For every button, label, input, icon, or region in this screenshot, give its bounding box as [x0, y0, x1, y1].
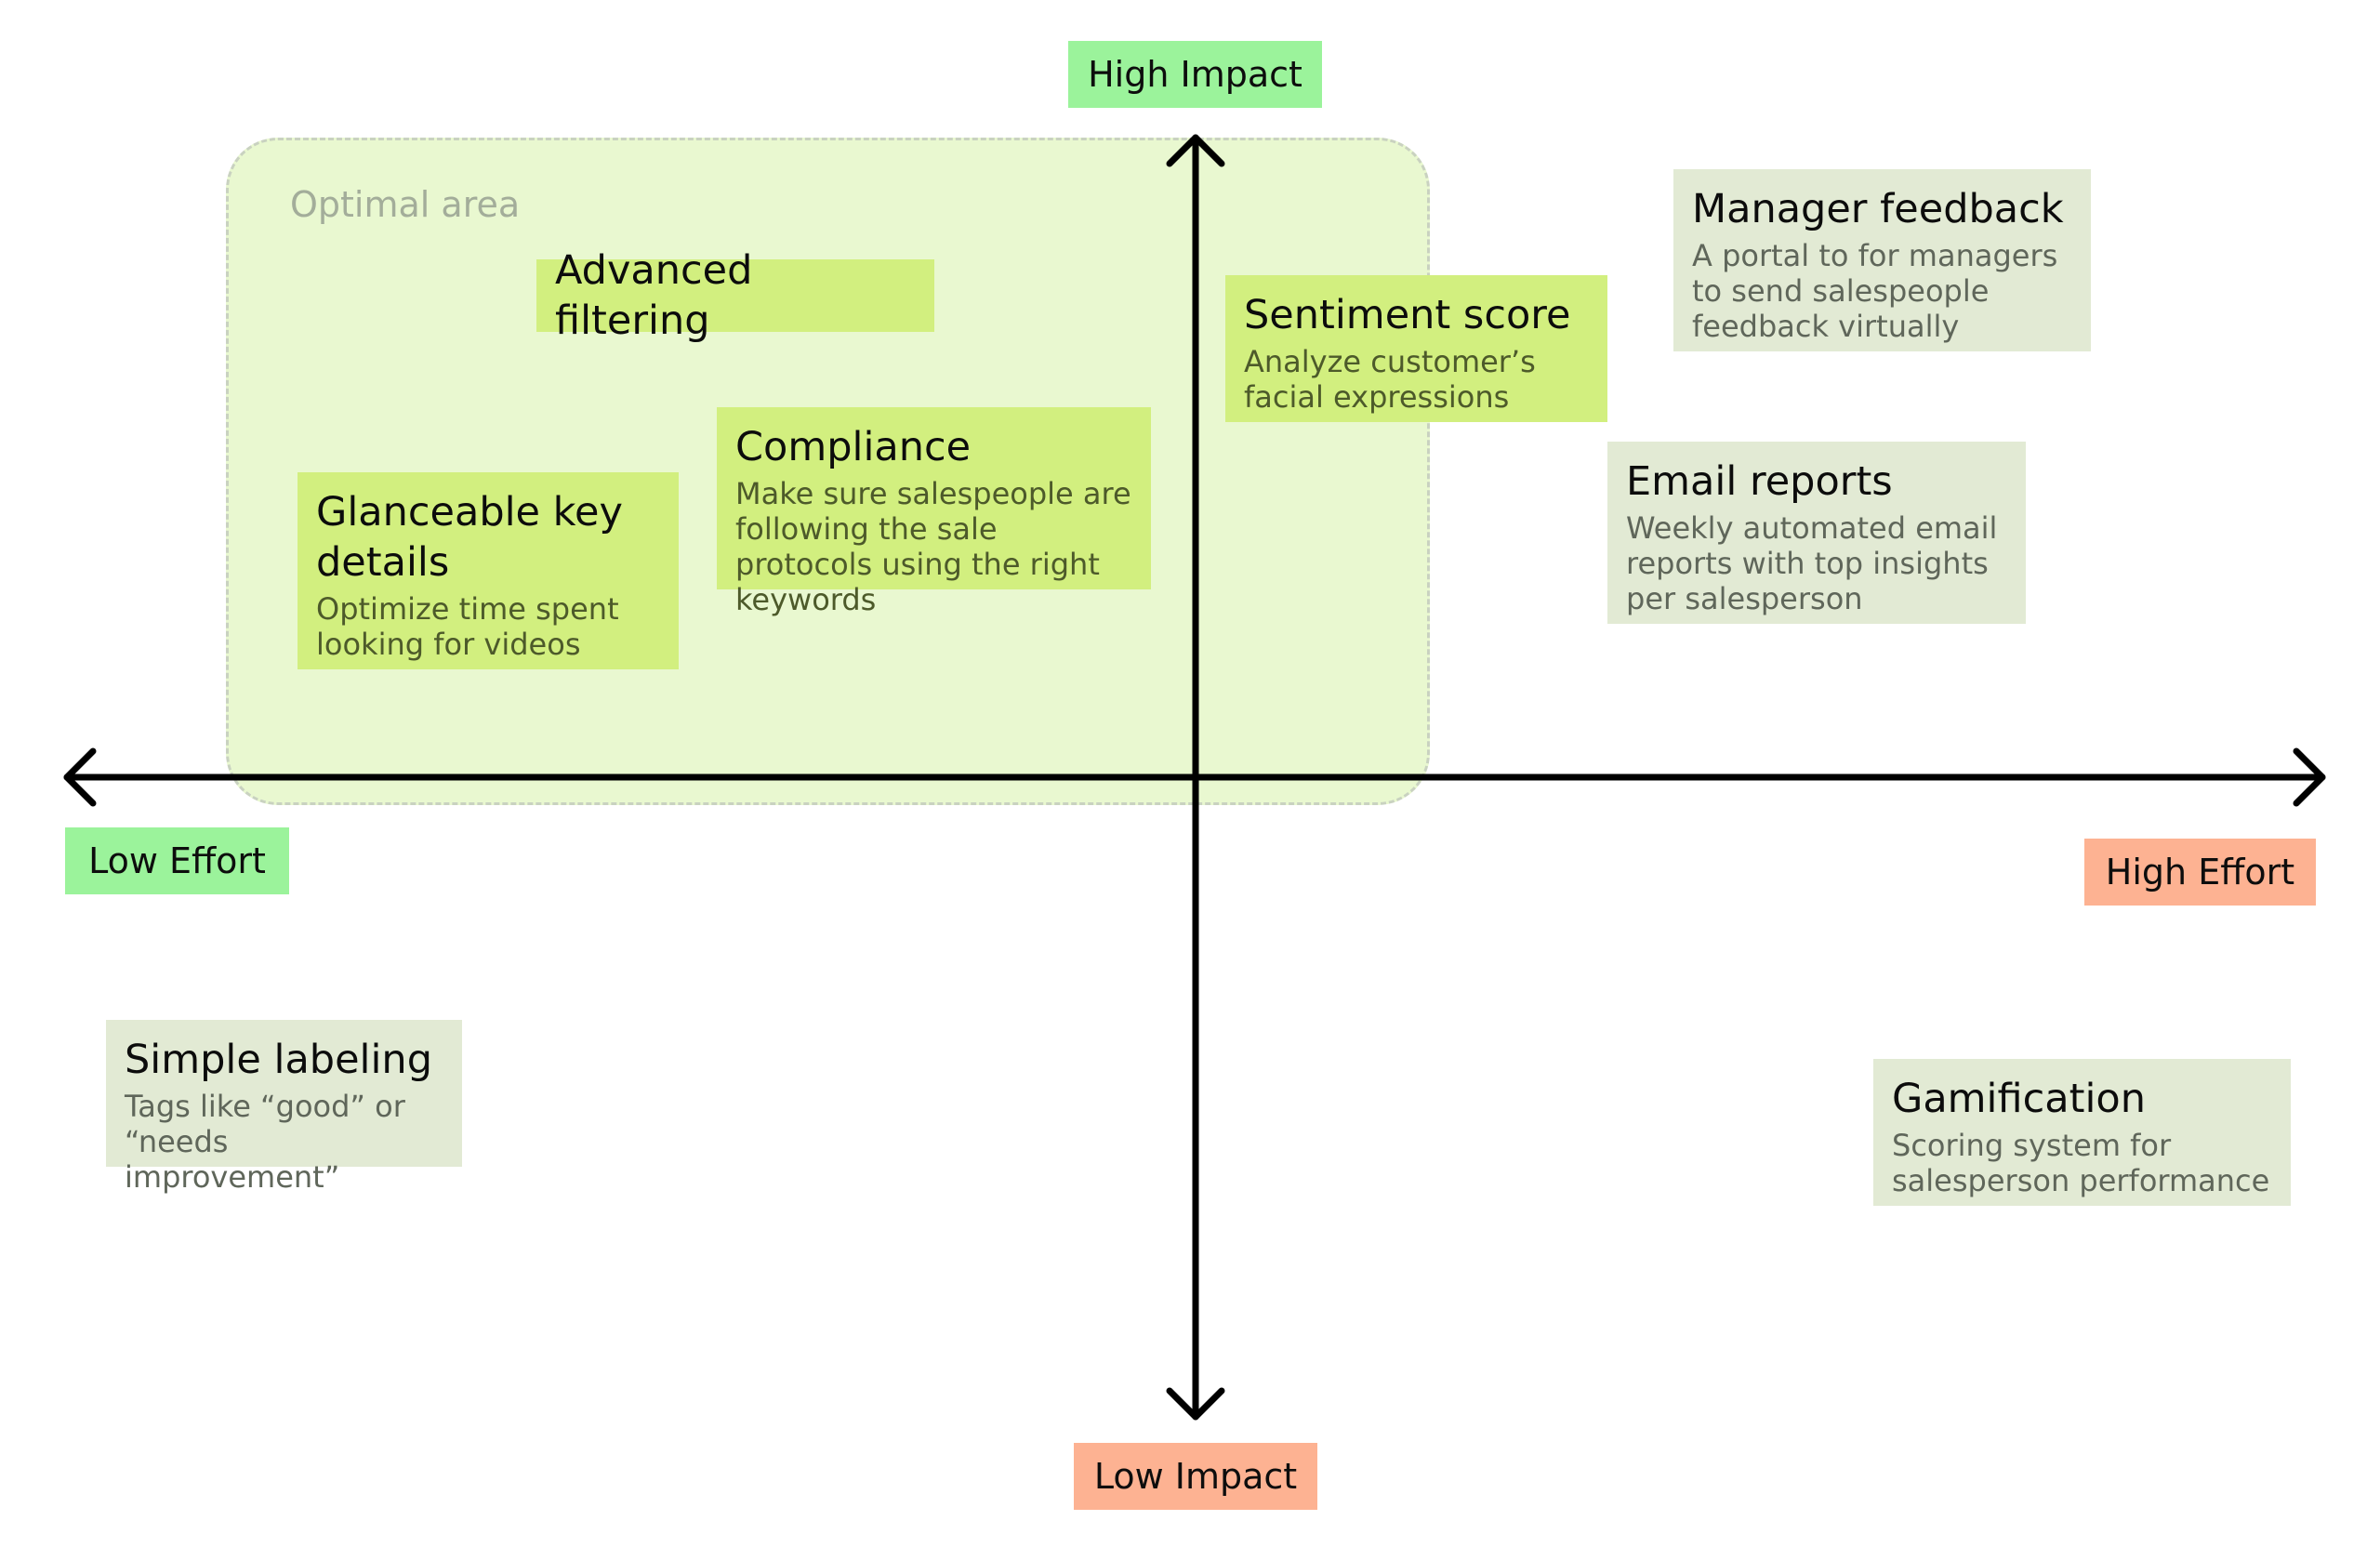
optimal-area-label: Optimal area	[290, 184, 521, 225]
sticky-note-sentiment-score[interactable]: Sentiment score Analyze customer’s facia…	[1225, 275, 1607, 422]
note-description: Scoring system for salesperson performan…	[1892, 1128, 2270, 1198]
sticky-note-email-reports[interactable]: Email reports Weekly automated email rep…	[1607, 442, 2026, 624]
note-title: Advanced filtering	[555, 247, 753, 344]
note-title: Gamification	[1892, 1076, 2146, 1122]
note-description: Make sure salespeople are following the …	[735, 476, 1131, 617]
sticky-note-compliance[interactable]: Compliance Make sure salespeople are fol…	[717, 407, 1151, 617]
bottom-arrowhead	[1166, 1387, 1225, 1421]
left-arrowhead	[63, 747, 97, 807]
top-arrowhead	[1166, 134, 1225, 167]
right-arrowhead	[2293, 747, 2326, 807]
note-title: Simple labeling	[125, 1037, 432, 1083]
note-description: Weekly automated email reports with top …	[1626, 510, 1998, 616]
high-effort-label: High Effort	[2084, 839, 2316, 906]
low-effort-label: Low Effort	[65, 827, 289, 894]
sticky-note-manager-feedback[interactable]: Manager feedback A portal to for manager…	[1673, 169, 2091, 351]
note-title: Manager feedback	[1692, 186, 2064, 232]
note-description: Optimize time spent looking for videos	[316, 591, 619, 662]
sticky-note-glanceable-key-details[interactable]: Glanceable key details Optimize time spe…	[298, 472, 679, 669]
low-impact-label: Low Impact	[1074, 1443, 1317, 1510]
note-title: Compliance	[735, 424, 972, 470]
note-title: Glanceable key details	[316, 489, 623, 586]
note-title: Email reports	[1626, 458, 1893, 505]
sticky-note-gamification[interactable]: Gamification Scoring system for salesper…	[1873, 1059, 2291, 1206]
high-impact-label: High Impact	[1068, 41, 1322, 108]
note-title: Sentiment score	[1244, 292, 1571, 338]
note-description: Tags like “good” or “needs improvement”	[125, 1089, 405, 1195]
sticky-note-advanced-filtering[interactable]: Advanced filtering	[536, 247, 934, 344]
sticky-note-simple-labeling[interactable]: Simple labeling Tags like “good” or “nee…	[106, 1020, 462, 1195]
note-description: A portal to for managers to send salespe…	[1692, 238, 2058, 344]
note-description: Analyze customer’s facial expressions	[1244, 344, 1536, 415]
